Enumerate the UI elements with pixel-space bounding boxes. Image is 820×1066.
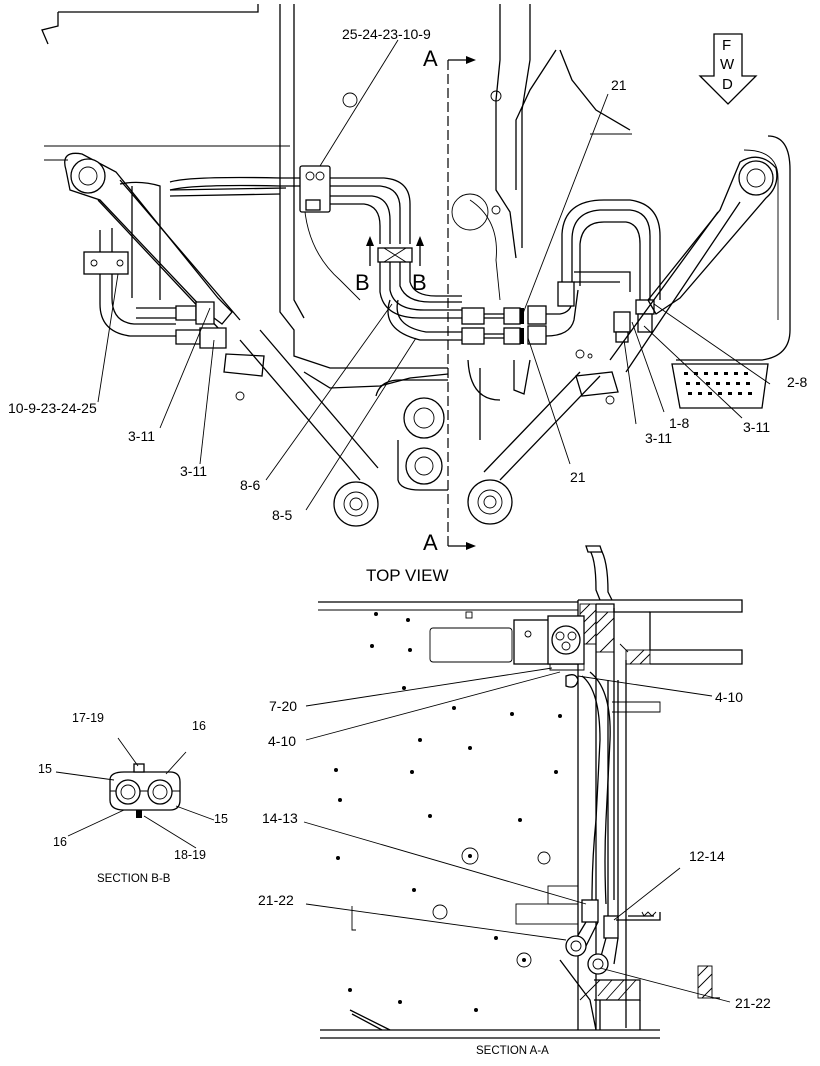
callout-7-20: 7-20 (269, 698, 298, 714)
callout-2-8: 2-8 (787, 374, 808, 390)
fwd-letter-f: F (722, 37, 732, 54)
callout-12-14: 12-14 (689, 848, 725, 864)
callout-18-19: 18-19 (174, 848, 206, 862)
callout-25-24-23-10-9: 25-24-23-10-9 (342, 26, 431, 42)
section-marker-a-top: A (423, 46, 438, 71)
top-view-drawing (41, 4, 791, 550)
section-bb-drawing (55, 737, 215, 849)
callout-10-9-23-24-25: 10-9-23-24-25 (8, 400, 97, 416)
callout-4-10-left: 4-10 (268, 733, 297, 749)
callout-21-22-left: 21-22 (258, 892, 294, 908)
callout-21-22-right: 21-22 (735, 995, 771, 1011)
callout-3-11-left-lower: 3-11 (180, 463, 207, 479)
callout-14-13: 14-13 (262, 810, 298, 826)
callout-17-19: 17-19 (72, 711, 104, 725)
fwd-letter-d: D (722, 76, 733, 93)
fwd-letter-w: W (720, 56, 735, 73)
callout-1-8: 1-8 (669, 415, 690, 431)
section-marker-a-bottom: A (423, 530, 438, 555)
callout-8-6: 8-6 (240, 477, 261, 493)
section-marker-b-right: B (412, 270, 427, 295)
callout-4-10-right: 4-10 (715, 689, 744, 705)
callout-15-left: 15 (38, 762, 52, 776)
callout-3-11-right: 3-11 (743, 419, 770, 435)
callout-3-11-left-upper: 3-11 (128, 428, 155, 444)
callout-16-top: 16 (192, 719, 206, 733)
section-aa-drawing (303, 545, 743, 1039)
callout-21-bottom: 21 (570, 469, 586, 485)
callout-15-right: 15 (214, 812, 228, 826)
section-bb-title: SECTION B-B (97, 873, 171, 885)
callout-16-bottom: 16 (53, 835, 67, 849)
callout-8-5: 8-5 (272, 507, 293, 523)
section-marker-b-left: B (355, 270, 370, 295)
callout-3-11-center-right: 3-11 (645, 430, 672, 446)
callout-21-top: 21 (611, 77, 627, 93)
section-aa-title: SECTION A-A (476, 1045, 549, 1057)
top-view-title: TOP VIEW (366, 566, 449, 585)
